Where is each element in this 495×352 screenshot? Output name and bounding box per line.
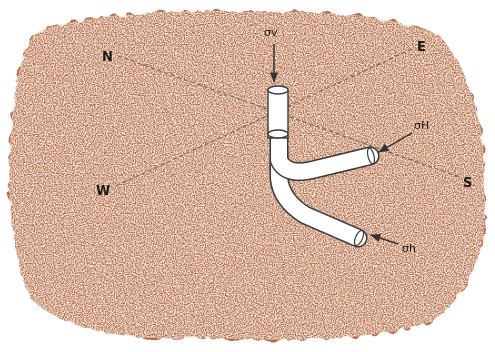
south-label: S (463, 176, 472, 191)
min-horizontal-stress-label: σh (402, 242, 416, 255)
wellbore-top-opening (268, 86, 288, 94)
west-label: W (96, 184, 110, 199)
east-label: E (417, 40, 426, 55)
wellbore-ring (268, 130, 288, 138)
north-label: N (102, 50, 113, 65)
vertical-stress-label: σv (264, 26, 278, 39)
max-horizontal-stress-label: σH (414, 119, 429, 132)
